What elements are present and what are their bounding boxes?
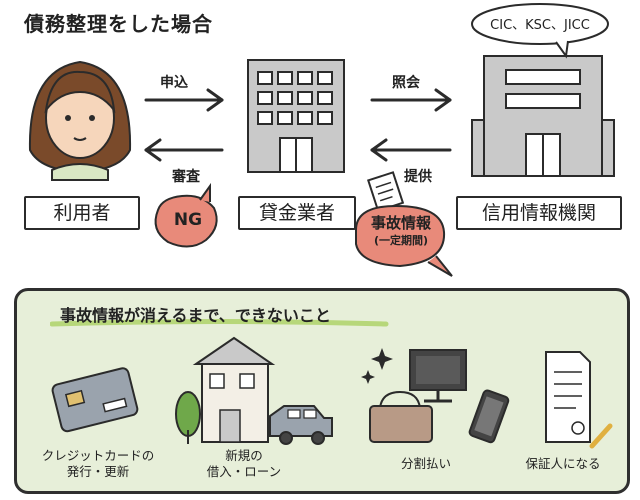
panel-illustrations	[51, 336, 613, 449]
user-label: 利用者	[24, 196, 140, 230]
caption-credit-card: クレジットカードの 発行・更新	[41, 448, 155, 479]
inquiry-label: 照会	[392, 75, 420, 91]
house-icon	[175, 336, 276, 444]
lender-label: 貸金業者	[238, 196, 356, 230]
document-icon	[367, 171, 405, 213]
handbag-icon	[369, 390, 433, 443]
contract-document-icon	[545, 351, 591, 443]
bureau-bubble-text: CIC、KSC、JICC	[490, 18, 590, 33]
caption-guarantor: 保証人になる	[525, 456, 601, 471]
user-figure-icon	[28, 60, 132, 181]
provide-label: 提供	[404, 169, 432, 185]
accident-text: 事故情報 (一定期間)	[356, 214, 446, 250]
page-title: 債務整理をした場合	[24, 12, 213, 36]
bureau-building-icon	[471, 55, 615, 177]
pen-icon	[589, 423, 613, 449]
panel-heading: 事故情報が消えるまで、できないこと	[60, 306, 331, 325]
caption-installment: 分割払い	[400, 456, 451, 471]
accident-bubble-shape	[355, 204, 453, 277]
provide-arrow-icon	[370, 138, 452, 162]
lender-building-icon	[247, 59, 345, 173]
accident-line1: 事故情報	[370, 214, 431, 232]
monitor-icon	[409, 349, 467, 403]
flow-illustration	[28, 3, 615, 277]
ng-bubble-shape	[154, 182, 218, 248]
accident-line2: (一定期間)	[373, 234, 429, 247]
bureau-bubble-shape	[471, 3, 609, 59]
smartphone-icon	[468, 389, 510, 444]
review-label: 審査	[172, 169, 200, 185]
review-arrow-icon	[144, 138, 224, 162]
bureau-label: 信用情報機関	[456, 196, 622, 230]
credit-card-icon	[51, 367, 139, 433]
caption-loan: 新規の 借入・ローン	[206, 448, 282, 479]
car-icon	[269, 405, 333, 445]
apply-arrow-icon	[144, 88, 224, 112]
apply-label: 申込	[160, 75, 188, 91]
inquiry-arrow-icon	[370, 88, 452, 112]
ng-text: NG	[173, 210, 203, 230]
heading-underline	[50, 319, 389, 327]
sparkle-icon	[361, 348, 393, 384]
